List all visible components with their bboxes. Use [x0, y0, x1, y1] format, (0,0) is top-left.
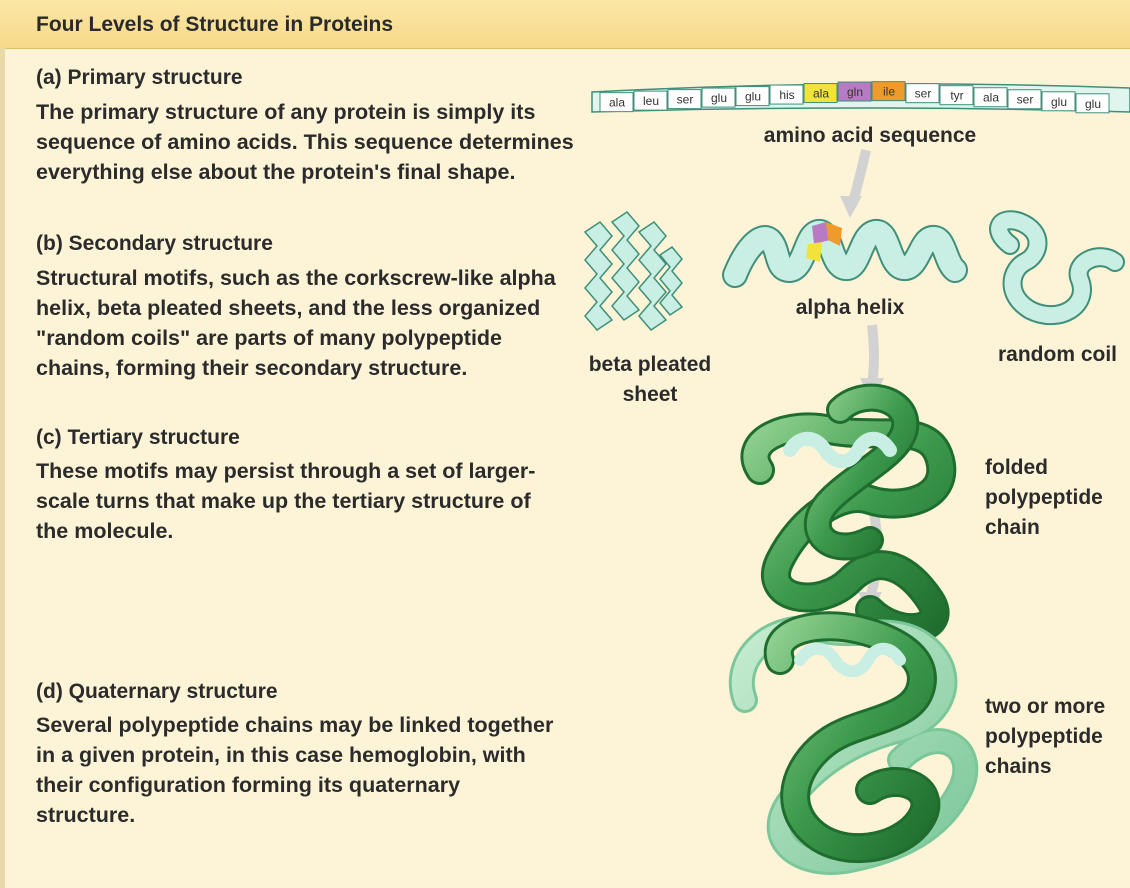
folded-chain-icon: [755, 398, 941, 628]
amino-acid-label: ser: [915, 87, 932, 101]
amino-acid-label: ala: [609, 96, 625, 110]
label-beta-sheet-line2: sheet: [570, 380, 730, 410]
amino-acid-label: glu: [711, 91, 727, 105]
amino-acid-label: glu: [1085, 97, 1101, 111]
label-amino-acid-sequence: amino acid sequence: [740, 121, 1000, 151]
random-coil-icon: [999, 220, 1115, 315]
beta-sheet-icon: [585, 212, 682, 330]
amino-acid-label: tyr: [950, 89, 963, 103]
label-folded-2: polypeptide: [985, 483, 1103, 513]
amino-acid-label: leu: [643, 94, 659, 108]
label-alpha-helix: alpha helix: [765, 293, 935, 323]
amino-acid-ribbon: ala leu ser glu glu his ala gln ile ser tyr ala ser g…: [592, 82, 1130, 113]
quaternary-icon: [742, 626, 966, 862]
label-folded-1: folded: [985, 453, 1048, 483]
amino-acid-label: his: [779, 88, 794, 102]
amino-acid-label: ser: [1017, 93, 1034, 107]
amino-acid-label: ile: [883, 85, 895, 99]
alpha-helix-icon: [735, 222, 955, 275]
amino-acid-label: gln: [847, 85, 863, 99]
label-beta-sheet-line1: beta pleated: [570, 350, 730, 380]
amino-acid-label: ala: [813, 87, 829, 101]
amino-acid-label: ala: [983, 91, 999, 105]
label-two-more-2: polypeptide: [985, 722, 1103, 752]
amino-acid-label: glu: [1051, 95, 1067, 109]
label-folded-3: chain: [985, 513, 1040, 543]
amino-acid-label: glu: [745, 90, 761, 104]
amino-acid-label: ser: [677, 93, 694, 107]
label-two-more-3: chains: [985, 752, 1052, 782]
label-two-more-1: two or more: [985, 692, 1105, 722]
label-random-coil: random coil: [998, 340, 1117, 370]
